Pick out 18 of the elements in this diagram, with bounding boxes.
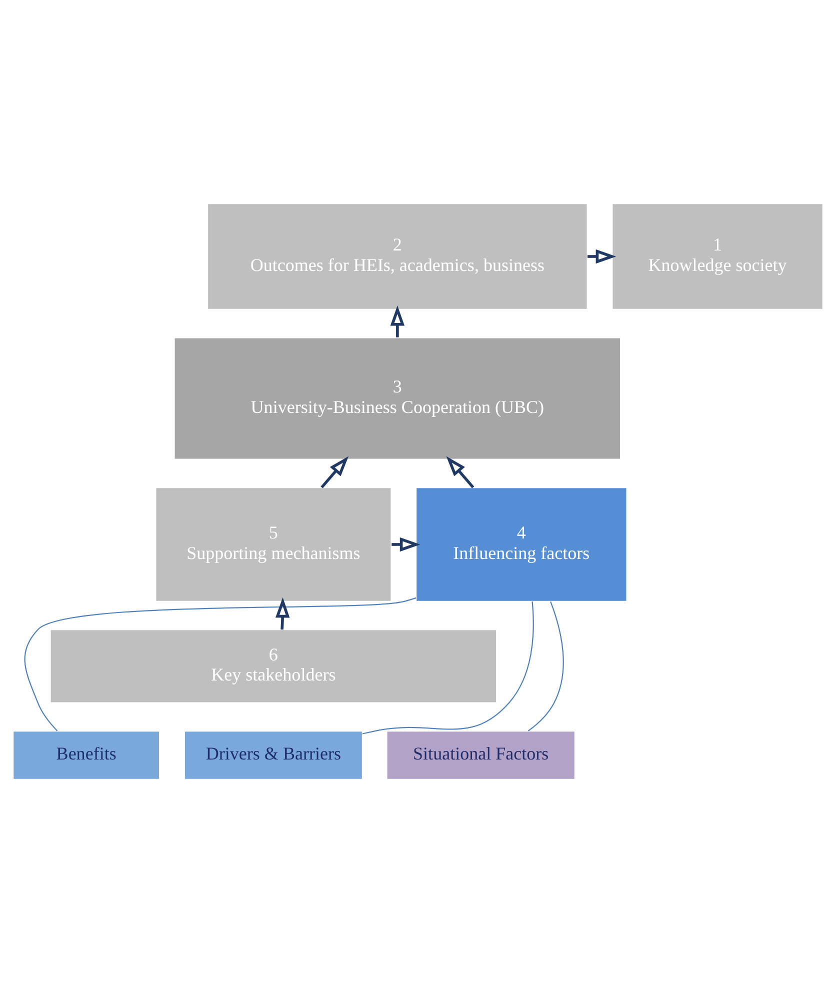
connector bbox=[362, 601, 534, 734]
arrow bbox=[320, 456, 349, 488]
node-box: 6 Key stakeholders bbox=[50, 629, 498, 704]
node-box: 2 Outcomes for HEIs, academics, business bbox=[206, 202, 588, 310]
node-box: Drivers & Barriers bbox=[184, 730, 364, 780]
node-box: Benefits bbox=[12, 730, 160, 780]
node-box: 3 University-Business Cooperation (UBC) bbox=[174, 337, 622, 460]
arrow bbox=[588, 249, 616, 264]
connector bbox=[528, 601, 564, 732]
arrow bbox=[446, 456, 474, 488]
arrow bbox=[275, 597, 290, 630]
node-box: 1 Knowledge society bbox=[612, 202, 824, 310]
node-box: Situational Factors bbox=[386, 730, 576, 780]
arrow bbox=[392, 537, 420, 552]
node-box: 5 Supporting mechanisms bbox=[155, 487, 392, 602]
node-box: 4 Influencing factors bbox=[415, 487, 628, 602]
connector bbox=[24, 597, 416, 732]
arrow bbox=[390, 305, 405, 338]
